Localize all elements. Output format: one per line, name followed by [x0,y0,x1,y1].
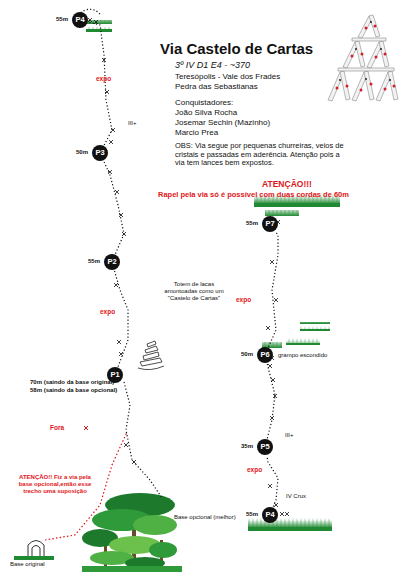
pitch-length: 35m [241,443,253,450]
person-name: João Silva Rocha [175,108,237,117]
person-name: Marcio Prea [175,128,218,137]
belay-station: P455m [262,507,278,523]
station-number: P3 [92,145,108,161]
station-number: P4 [262,507,278,523]
bolt-mark [111,128,115,132]
note-text: OBS: Via segue por pequenas churreiras, … [175,142,347,168]
warning-heading: ATENÇÃO!!! [262,180,312,190]
pitch-length: 58m (saindo da base opcional) [30,387,117,394]
red-bolt [84,426,88,430]
card-castle [328,15,398,101]
bolt-mark [114,283,118,287]
station-number: P4 [72,12,88,28]
bolt-mark [266,326,270,330]
base-label: Base original [10,561,45,568]
bolt-mark [274,503,278,507]
belay-station: P350m [92,145,108,161]
belay-station: P755m [262,216,278,232]
route-connector [115,271,129,367]
belay-station: P170m (saindo da base original)58m (sain… [107,367,123,383]
bolt-mark [274,298,278,302]
station-number: P5 [257,439,273,455]
bolt-mark [115,190,119,194]
location-text: Teresópolis - Vale dos Frades [175,72,280,81]
exposure-mark: expo [247,466,262,473]
location-text: Pedra das Sebastianas [175,82,258,91]
exposure-mark: expo [236,296,251,303]
rock-boulder [14,541,54,561]
pitch-length: 55m [56,16,68,23]
bolt-mark [119,352,123,356]
belay-station: P255m [104,254,120,270]
grade-mark: III+ [285,432,294,439]
station-number: P7 [262,216,278,232]
totem-drawing [138,341,164,370]
grade-line: 3º IV D1 E4 - ~370 [175,60,250,70]
bolt-marks [88,18,289,516]
bolt-mark [268,484,272,488]
base-label: Base opcional (melhor) [174,514,236,521]
person-name: Josemar Sechin (Mazinho) [175,118,270,127]
bolt-mark [109,140,113,144]
pitch-length: 70m (saindo da base original) [30,379,114,386]
route-connector [104,161,124,254]
pitch-length: 55m [246,220,258,227]
bolt-mark [117,340,121,344]
warning-text: Rapel pela via só é possível com duas co… [158,191,349,200]
route-connector [269,231,278,346]
bolt-mark [270,260,274,264]
station-number: P6 [257,347,273,363]
route-line [124,382,162,498]
totem-note: Totem de lacas amontoadas como um "Caste… [162,281,226,302]
bolt-mark [88,18,92,22]
pitch-length: 55m [246,511,258,518]
bolt-mark [132,460,136,464]
exposure-mark: expo [96,75,111,82]
off-route-mark: Fora [50,424,64,431]
grade-mark: III+ [128,120,137,127]
route-connector [267,456,278,507]
warning-note: ATENÇÃO!! Fiz a via pela base opcional,e… [18,474,92,495]
belay-station: P535m [257,439,273,455]
station-number: P2 [104,254,120,270]
pitch-length: 50m [76,149,88,156]
pitch-length: 50m [241,351,253,358]
bolt-mark [124,443,128,447]
route-title: Via Castelo de Cartas [160,40,313,57]
route-connector [267,364,275,439]
bolt-mark [94,20,98,24]
bolt-note: grampo escondido [278,352,327,359]
exposure-mark: expo [100,308,115,315]
belay-station: P650m [257,347,273,363]
section-heading: Conquistadores: [175,98,233,107]
route-connector [89,22,112,145]
pitch-length: 55m [88,258,100,265]
bolt-mark [285,512,289,516]
grass-ledge [86,20,340,531]
belay-station: P455m [72,12,88,28]
bolt-mark [280,512,284,516]
crux-mark: IV Crux [286,493,306,500]
tree-cluster [82,493,182,572]
